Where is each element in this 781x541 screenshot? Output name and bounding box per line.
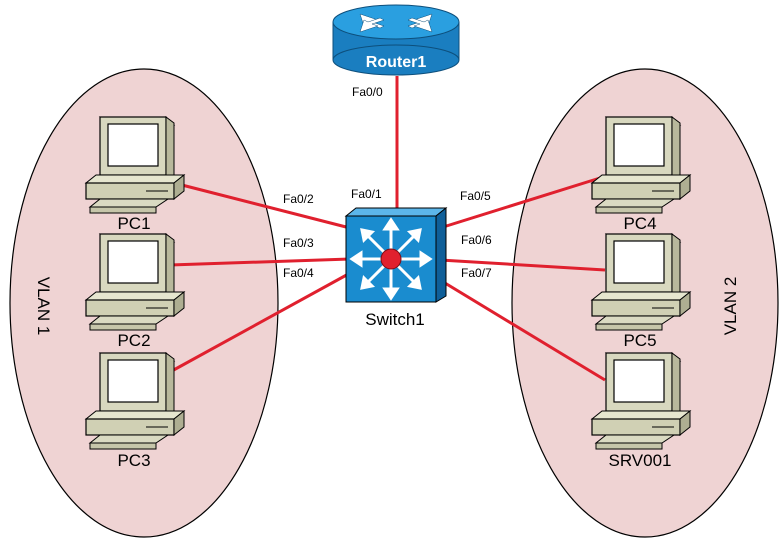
multilayer-switch-icon[interactable] xyxy=(344,206,448,303)
port-label-fa0-6: Fa0/6 xyxy=(461,233,492,247)
link-pc4 xyxy=(439,176,601,230)
links xyxy=(169,76,606,382)
pc-icon[interactable] xyxy=(85,116,185,214)
port-label-fa0-3: Fa0/3 xyxy=(283,236,314,250)
pc3-label: PC3 xyxy=(117,451,150,470)
port-label-fa0-2: Fa0/2 xyxy=(283,192,314,206)
pc-icon[interactable] xyxy=(85,233,185,331)
vlan1-label: VLAN 1 xyxy=(34,277,53,336)
pc-icon[interactable] xyxy=(591,352,691,450)
port-label-fa0-1: Fa0/1 xyxy=(351,187,382,201)
switch-label: Switch1 xyxy=(365,310,425,329)
pc5-label: PC5 xyxy=(623,331,656,350)
vlan2-label: VLAN 2 xyxy=(721,277,740,336)
pc-icon[interactable] xyxy=(591,116,691,214)
link-srv001 xyxy=(439,278,606,382)
link-pc1 xyxy=(177,182,351,230)
link-pc2 xyxy=(169,257,351,267)
port-label-fa0-7: Fa0/7 xyxy=(461,266,492,280)
pc-icon[interactable] xyxy=(591,233,691,331)
link-pc3 xyxy=(169,270,353,374)
router-icon[interactable] xyxy=(332,4,460,76)
link-pc5 xyxy=(439,258,606,272)
pc-icon[interactable] xyxy=(85,352,185,450)
port-label-router-fa0-0: Fa0/0 xyxy=(352,85,383,99)
pc4-label: PC4 xyxy=(623,214,656,233)
pc2-label: PC2 xyxy=(117,331,150,350)
router-label: Router1 xyxy=(366,54,427,71)
port-label-fa0-5: Fa0/5 xyxy=(460,189,491,203)
srv001-label: SRV001 xyxy=(608,451,671,470)
pc1-label: PC1 xyxy=(117,214,150,233)
port-label-fa0-4: Fa0/4 xyxy=(283,266,314,280)
